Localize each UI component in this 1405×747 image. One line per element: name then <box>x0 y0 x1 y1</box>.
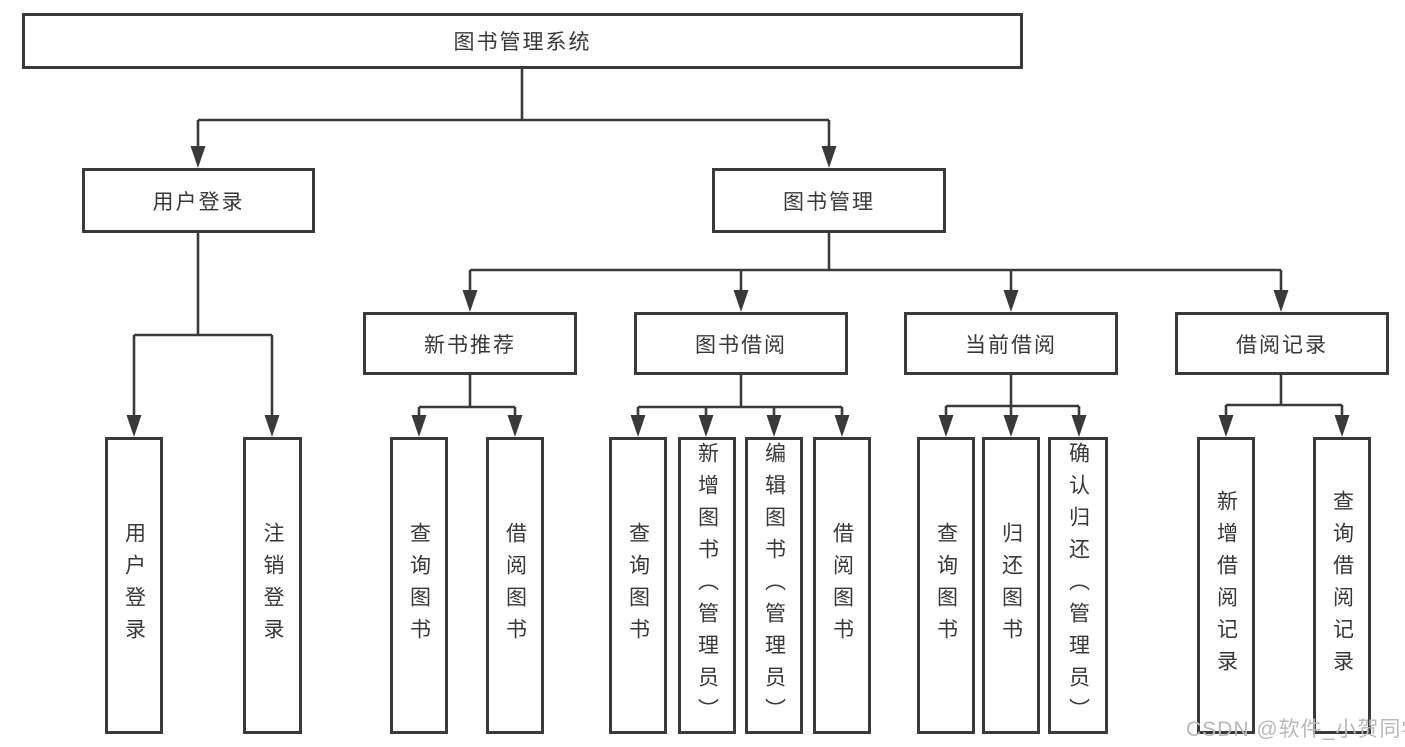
leaf-return-books: 归还图书 <box>982 437 1040 734</box>
node-new-book-recommendation: 新书推荐 <box>363 312 577 375</box>
leaf-query-books-1: 查询图书 <box>390 437 448 734</box>
leaf-label: 新增图书（管理员） <box>695 441 719 730</box>
leaf-query-books-3: 查询图书 <box>917 437 975 734</box>
leaf-add-borrow-record: 新增借阅记录 <box>1197 437 1255 734</box>
leaf-label: 编辑图书（管理员） <box>762 441 786 730</box>
leaf-label: 借阅图书 <box>503 521 527 650</box>
leaf-borrow-books-1: 借阅图书 <box>486 437 544 734</box>
node-borrowing-records: 借阅记录 <box>1175 312 1389 375</box>
leaf-query-books-2: 查询图书 <box>609 437 667 734</box>
leaf-label: 查询图书 <box>934 521 958 650</box>
node-book-management: 图书管理 <box>712 168 946 233</box>
node-library-management-system: 图书管理系统 <box>22 13 1023 69</box>
leaf-borrow-books-2: 借阅图书 <box>813 437 871 734</box>
leaf-label: 借阅图书 <box>830 521 854 650</box>
leaf-add-books-admin: 新增图书（管理员） <box>678 437 736 734</box>
leaf-label: 用户登录 <box>122 521 146 650</box>
leaf-label: 查询借阅记录 <box>1330 489 1354 682</box>
node-current-borrowing: 当前借阅 <box>904 312 1118 375</box>
leaf-label: 查询图书 <box>407 521 431 650</box>
watermark: CSDN @软件_小贺同学 <box>1186 718 1405 741</box>
leaf-label: 确认归还（管理员） <box>1066 441 1090 730</box>
leaf-logout: 注销登录 <box>243 437 302 734</box>
node-book-borrowing: 图书借阅 <box>634 312 848 375</box>
leaf-edit-books-admin: 编辑图书（管理员） <box>745 437 803 734</box>
leaf-label: 查询图书 <box>626 521 650 650</box>
arrowheads <box>126 146 1350 437</box>
leaf-label: 归还图书 <box>999 521 1023 650</box>
leaf-confirm-return-admin: 确认归还（管理员） <box>1048 437 1108 734</box>
leaf-label: 注销登录 <box>261 521 284 650</box>
leaf-user-login: 用户登录 <box>105 437 163 734</box>
leaf-label: 新增借阅记录 <box>1214 489 1238 682</box>
leaf-query-borrow-record: 查询借阅记录 <box>1313 437 1371 734</box>
node-user-login: 用户登录 <box>82 168 315 233</box>
